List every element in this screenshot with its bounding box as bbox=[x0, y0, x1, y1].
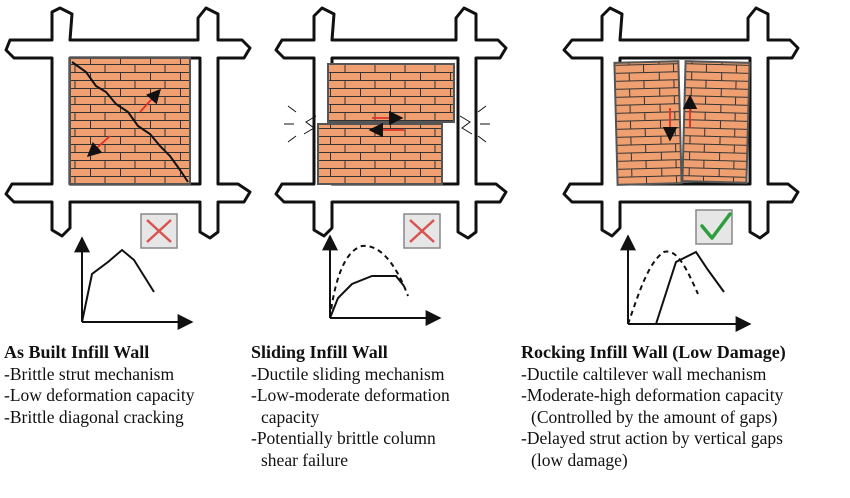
point-2-cont: (Controlled by the amount of gaps) bbox=[531, 406, 778, 427]
panel-rocking bbox=[562, 6, 800, 332]
panel-sliding bbox=[274, 6, 508, 326]
point-3-cont: (low damage) bbox=[531, 449, 628, 470]
point-1: -Brittle strut mechanism bbox=[4, 363, 175, 384]
column-crack-marks bbox=[284, 105, 490, 143]
infill-upper-panel bbox=[327, 63, 455, 123]
strut-arrow-up bbox=[139, 88, 161, 113]
point-3: -Brittle diagonal cracking bbox=[4, 406, 184, 427]
point-2: -Moderate-high deformation capacity bbox=[521, 385, 784, 405]
point-3: -Delayed strut action by vertical gaps bbox=[521, 428, 783, 448]
point-3: -Potentially brittle column bbox=[251, 428, 436, 448]
backbone-curve-rocking bbox=[620, 234, 752, 332]
point-2-cont: capacity bbox=[261, 406, 320, 427]
infill-lower-panel bbox=[317, 123, 443, 185]
panel-title: Rocking Infill Wall (Low Damage) bbox=[521, 342, 786, 362]
caption-as-built: As Built Infill Wall -Brittle strut mech… bbox=[4, 342, 194, 428]
point-1: -Ductile caltilever wall mechanism bbox=[521, 363, 767, 384]
caption-rocking: Rocking Infill Wall (Low Damage) -Ductil… bbox=[521, 342, 786, 471]
point-2: -Low-moderate deformation bbox=[251, 385, 450, 405]
infill-right-panel bbox=[681, 60, 751, 184]
diagonal-crack bbox=[71, 61, 189, 183]
infill-bricks bbox=[69, 57, 191, 185]
cross-icon bbox=[140, 213, 178, 249]
backbone-curve-as-built bbox=[74, 236, 194, 330]
infill-left-panel bbox=[613, 60, 683, 186]
panel-title: Sliding Infill Wall bbox=[251, 342, 388, 362]
strut-arrow-down bbox=[86, 135, 111, 157]
point-2: -Low deformation capacity bbox=[4, 385, 195, 405]
cross-icon bbox=[403, 213, 441, 249]
panel-title: As Built Infill Wall bbox=[4, 342, 150, 362]
caption-sliding: Sliding Infill Wall -Ductile sliding mec… bbox=[251, 342, 450, 471]
check-icon bbox=[695, 209, 733, 245]
point-1: -Ductile sliding mechanism bbox=[251, 363, 445, 384]
panel-as-built bbox=[4, 6, 252, 330]
point-3-cont: shear failure bbox=[261, 449, 348, 470]
backbone-curve-sliding bbox=[322, 234, 442, 326]
